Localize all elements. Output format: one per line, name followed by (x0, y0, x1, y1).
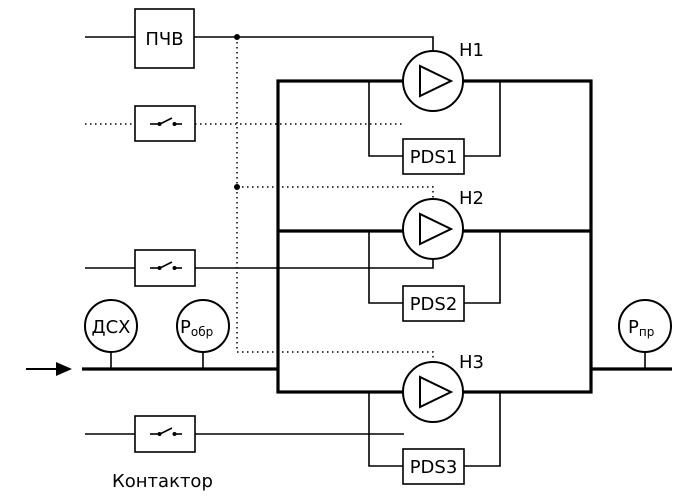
sensor-dsx: ДСХ (84, 299, 138, 369)
switchover-wiring (85, 34, 434, 362)
contactor-3 (134, 415, 196, 453)
pchv-label: ПЧВ (145, 29, 183, 50)
contactor-1 (134, 105, 196, 142)
pump-h2-circle (402, 198, 464, 260)
pds3-label: PDS3 (410, 457, 458, 478)
p-return-label: Pобр (180, 317, 213, 339)
inlet-arrow (26, 362, 72, 376)
p-supply-label: Pпр (628, 317, 654, 339)
pump-h3-icon (419, 375, 454, 409)
pump-h3: PDS3 H3 (368, 352, 501, 485)
control-wiring (85, 36, 434, 435)
pds1-box (402, 138, 465, 175)
sensor-p-return: Pобр (176, 299, 230, 369)
sensor-p-supply: Pпр (618, 299, 672, 369)
junction-dot (234, 34, 240, 40)
pump-h2-icon (419, 212, 454, 246)
pump-h1-icon (419, 64, 454, 98)
pds1-label: PDS1 (410, 147, 458, 168)
contactor-label: Контактор (112, 471, 213, 492)
pump-h3-label: H3 (459, 352, 484, 373)
pump-h1: PDS1 H1 (368, 40, 501, 175)
junction-dot (234, 184, 240, 190)
pump-h1-circle (402, 50, 464, 112)
pump-h2: PDS2 H2 (368, 188, 501, 322)
pds2-box (402, 285, 465, 322)
pds3-box (402, 448, 465, 485)
contactor-2 (134, 249, 196, 287)
dsx-label: ДСХ (92, 317, 131, 338)
pump-h1-label: H1 (459, 40, 484, 61)
pchv-block: ПЧВ (134, 8, 195, 69)
pump-h2-label: H2 (459, 188, 484, 209)
pds2-label: PDS2 (410, 294, 458, 315)
pump-h3-circle (402, 361, 464, 423)
